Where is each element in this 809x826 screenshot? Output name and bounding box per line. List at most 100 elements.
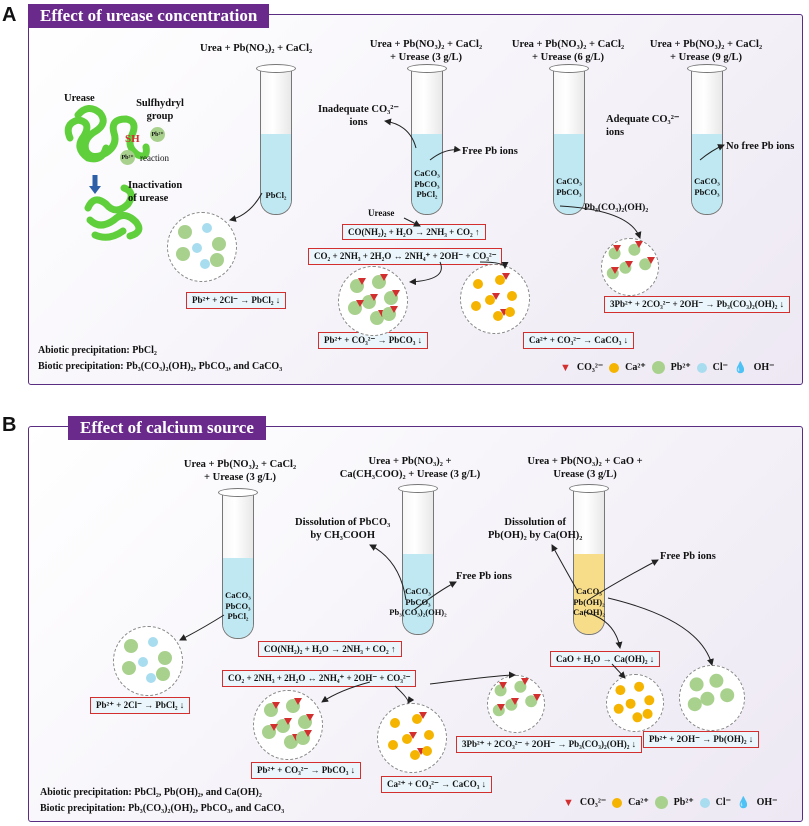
biotic-a: Biotic precipitation: Pb₃(CO₃)₂(OH)₂, Pb… bbox=[38, 361, 283, 372]
ca-ion bbox=[495, 275, 505, 285]
co3-ion bbox=[409, 732, 417, 739]
eq-caco3-a: Ca²⁺ + CO₃²⁻ → CaCO₃ ↓ bbox=[523, 332, 635, 349]
ca-ion bbox=[485, 295, 495, 305]
ca-icon bbox=[612, 797, 623, 808]
co3-ion bbox=[390, 306, 398, 313]
pb-ion bbox=[122, 661, 136, 675]
pb-ion bbox=[296, 731, 310, 745]
ca-ion bbox=[473, 279, 483, 289]
co3-ion bbox=[533, 694, 541, 701]
panel-a-letter: A bbox=[2, 4, 17, 26]
co3-icon: ▼ bbox=[560, 361, 571, 374]
pb-ion bbox=[525, 695, 538, 708]
ca-ion bbox=[642, 708, 653, 719]
panel-a-title: Effect of urease concentration bbox=[28, 4, 270, 28]
co3-ion bbox=[358, 278, 366, 285]
ca-ion bbox=[388, 740, 398, 750]
particle-circle bbox=[377, 703, 447, 773]
eq-urea-b: CO(NH₂)₂ + H₂O → 2NH₃ + CO₂ ↑ bbox=[258, 641, 402, 657]
tube-a1-label: Urea + Pb(NO₃)₂ + CaCl₂ bbox=[200, 43, 313, 54]
pb-ion bbox=[372, 275, 386, 289]
oh-icon: 💧 bbox=[736, 797, 751, 809]
eq-caco3-b: Ca²⁺ + CO₃²⁻ → CaCO₃ ↓ bbox=[381, 776, 493, 793]
pb-ion bbox=[362, 295, 376, 309]
cl-ion bbox=[200, 259, 210, 269]
particle-circle bbox=[460, 264, 530, 334]
legend-a: ▼CO₃²⁻ Ca²⁺ Pb²⁺ Cl⁻ 💧OH⁻ bbox=[560, 361, 775, 374]
ca-ion bbox=[471, 301, 481, 311]
urease-label: Urease bbox=[64, 93, 95, 104]
co3-ion bbox=[304, 730, 312, 737]
sh-label: SH bbox=[125, 133, 140, 145]
tube-a2-label: Urea + Pb(NO₃)₂ + CaCl₂ + Urease (3 g/L) bbox=[369, 39, 483, 64]
pb-ion bbox=[158, 651, 172, 665]
co3-ion bbox=[306, 714, 314, 721]
eq-pb3-b: 3Pb²⁺ + 2CO₃²⁻ + 2OH⁻ → Pb₃(CO₃)₂(OH)₂ ↓ bbox=[456, 736, 643, 753]
ca-icon bbox=[609, 362, 620, 373]
co3-ion bbox=[499, 682, 507, 689]
eq-co2-a: CO₂ + 2NH₃ + 2H₂O ↔ 2NH₄⁺ + 2OH⁻ + CO₃²⁻ bbox=[308, 248, 503, 265]
pb-ion bbox=[370, 311, 384, 325]
legend-b: ▼CO₃²⁻ Ca²⁺ Pb²⁺ Cl⁻ 💧OH⁻ bbox=[563, 796, 778, 809]
eq-pbco3-b: Pb²⁺ + CO₃²⁻ → PbCO₃ ↓ bbox=[251, 762, 362, 779]
panel-b-title: Effect of calcium source bbox=[68, 416, 266, 440]
cl-ion bbox=[146, 673, 156, 683]
co3-ion bbox=[419, 712, 427, 719]
oh-icon: 💧 bbox=[733, 362, 748, 374]
reaction-label: reaction bbox=[140, 153, 169, 163]
co3-icon: ▼ bbox=[563, 796, 574, 809]
cl-icon bbox=[696, 362, 707, 373]
co3-ion bbox=[625, 261, 633, 268]
pb-ion bbox=[348, 301, 362, 315]
ca-ion bbox=[615, 685, 626, 696]
free-pb-label-a: Free Pb ions bbox=[462, 146, 518, 157]
eq-pboh-b: Pb²⁺ + 2OH⁻ → Pb(OH)₂ ↓ bbox=[643, 731, 760, 748]
co3-ion bbox=[502, 273, 510, 280]
pb-ion bbox=[384, 291, 398, 305]
pb-ion bbox=[382, 307, 396, 321]
tube-b1-label: Urea + Pb(NO₃)₂ + CaCl₂ + Urease (3 g/L) bbox=[183, 459, 297, 484]
pb-ion bbox=[608, 247, 621, 260]
pb-ion bbox=[276, 719, 290, 733]
ca-ion bbox=[424, 730, 434, 740]
eq-pbcl2-a: Pb²⁺ + 2Cl⁻ → PbCl₂ ↓ bbox=[186, 292, 287, 309]
tube-b3: CaCO₃ Pb(OH)₂ Ca(OH)₂ bbox=[569, 484, 609, 635]
pb-ion bbox=[124, 639, 138, 653]
eq-pbcl2-b: Pb²⁺ + 2Cl⁻ → PbCl₂ ↓ bbox=[90, 697, 191, 714]
ca-ion bbox=[390, 718, 400, 728]
tube-a2: CaCO₃ PbCO₃ PbCl₂ bbox=[407, 64, 447, 215]
ca-ion bbox=[493, 311, 503, 321]
pb-ion bbox=[494, 684, 507, 697]
abiotic-a: Abiotic precipitation: PbCl₂ bbox=[38, 345, 157, 356]
co3-ion bbox=[294, 698, 302, 705]
pb-ion bbox=[720, 688, 735, 703]
pb-icon bbox=[651, 361, 665, 374]
pb-ion bbox=[687, 697, 702, 712]
ca-ion bbox=[632, 712, 643, 723]
tube-a3-label: Urea + Pb(NO₃)₂ + CaCl₂ + Urease (6 g/L) bbox=[511, 39, 625, 64]
panel-b-letter: B bbox=[2, 414, 17, 436]
co3-ion bbox=[272, 702, 280, 709]
pb-ion bbox=[628, 243, 641, 256]
co3-ion bbox=[284, 718, 292, 725]
pb-ion bbox=[700, 691, 715, 706]
pb-ion bbox=[286, 699, 300, 713]
pb-icon bbox=[654, 796, 668, 809]
co3-ion bbox=[635, 241, 643, 248]
pb-ion bbox=[514, 680, 527, 693]
tube-a4-label: Urea + Pb(NO₃)₂ + CaCl₂ + Urease (9 g/L) bbox=[649, 39, 763, 64]
co3-ion bbox=[611, 267, 619, 274]
pb-ion bbox=[298, 715, 312, 729]
tube-b2-label: Urea + Pb(NO₃)₂ + Ca(CH₃COO)₂ + Urease (… bbox=[339, 456, 481, 481]
tube-a4: CaCO₃ PbCO₃ bbox=[687, 64, 727, 215]
pb-ion bbox=[210, 253, 224, 267]
free-pb-label-b2: Free Pb ions bbox=[660, 551, 716, 562]
co3-ion bbox=[497, 704, 505, 711]
cl-ion bbox=[192, 243, 202, 253]
co3-ion bbox=[270, 724, 278, 731]
ca-ion bbox=[613, 703, 624, 714]
ca-ion bbox=[634, 681, 645, 692]
co3-ion bbox=[511, 698, 519, 705]
pb-ion bbox=[709, 673, 724, 688]
